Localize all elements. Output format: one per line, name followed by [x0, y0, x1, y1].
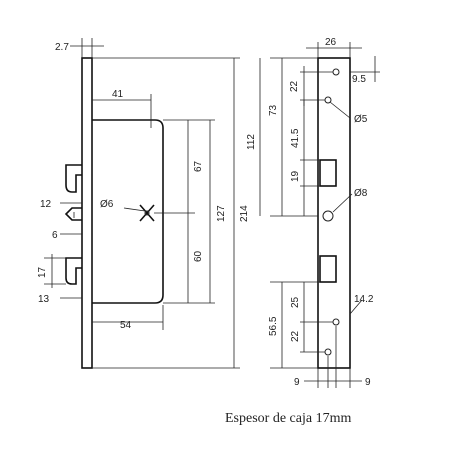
- dim-total-height: 214: [239, 205, 250, 222]
- top-screw-hole: [332, 68, 340, 76]
- dim-backset: 41: [112, 89, 124, 100]
- dim-upper-height: 67: [193, 160, 204, 172]
- dim-bottom-screw: 22: [290, 330, 301, 342]
- dim-body-height: 127: [216, 205, 227, 222]
- spindle-hub: [139, 204, 155, 222]
- faceplate: [81, 57, 93, 369]
- dim-edge-offset-top: 9.5: [352, 74, 366, 85]
- dim-spindle-diameter: Ø6: [100, 199, 114, 210]
- dim-total-span: 112: [246, 134, 257, 150]
- lower-slot: [319, 255, 337, 283]
- left-view: 2.7 41 67 60 127 214 Ø6 12 6 17 1: [37, 38, 250, 369]
- dim-slot-height: 19: [290, 170, 301, 182]
- dim-plate-width: 26: [325, 37, 337, 48]
- dim-hook-offset: 13: [38, 294, 50, 305]
- right-view: 26 9.5 22 Ø5 73 41.5 112 19 Ø8 25: [246, 37, 380, 388]
- lower-hook: [65, 257, 82, 285]
- upper-slot: [319, 159, 337, 187]
- dim-lower-span-a: 25: [290, 296, 301, 308]
- dim-body-depth: 54: [120, 320, 132, 331]
- dim-top-screw: 22: [289, 80, 300, 92]
- bottom-screw-hole: [324, 348, 332, 356]
- dim-lower-span-b: 56.5: [268, 316, 279, 336]
- dim-hook-height: 17: [37, 266, 48, 278]
- dim-center-hole-diameter: Ø8: [354, 188, 368, 199]
- dim-bottom-right: 9: [365, 377, 371, 388]
- dim-faceplate-thickness: 2.7: [55, 42, 69, 53]
- dim-hole-diameter-top: Ø5: [354, 114, 368, 125]
- upper-hook: [65, 164, 82, 193]
- caption: Espesor de caja 17mm: [225, 411, 351, 426]
- lower-screw-hole: [332, 318, 340, 326]
- lock-body: [92, 119, 164, 304]
- front-plate: [317, 57, 351, 369]
- dim-lower-height: 60: [193, 250, 204, 262]
- latch-bolt: [64, 207, 82, 221]
- dim-hole-offset-right: 14.2: [354, 294, 374, 305]
- dim-bottom-left: 9: [294, 377, 300, 388]
- dim-span-b: 41.5: [290, 128, 301, 148]
- center-hole: [322, 210, 334, 222]
- dim-latch-offset: 12: [40, 199, 52, 210]
- dim-latch-width: 6: [52, 230, 58, 241]
- dim-span-a: 73: [268, 104, 279, 116]
